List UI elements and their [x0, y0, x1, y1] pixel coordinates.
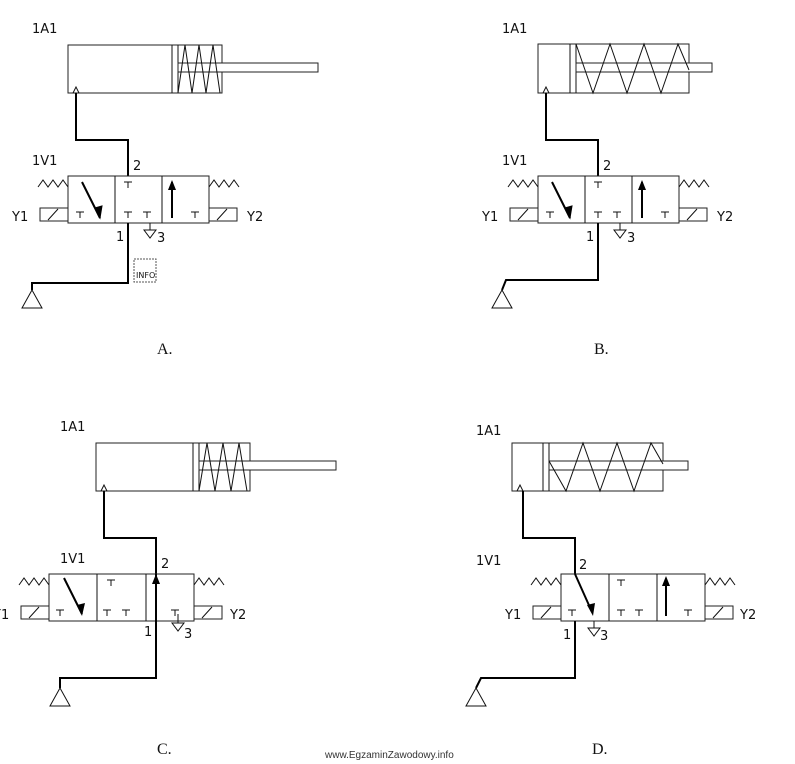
spring-left-icon — [18, 577, 50, 586]
solenoid-y2 — [704, 605, 734, 620]
port-2-label: 2 — [579, 558, 587, 573]
valve — [537, 175, 680, 224]
solenoid-y1 — [509, 207, 539, 222]
spring-icon — [548, 441, 664, 493]
port-1-label: 1 — [563, 628, 571, 643]
valve — [48, 573, 195, 622]
port-3-label: 3 — [600, 629, 608, 644]
y2-label: Y2 — [716, 210, 733, 225]
source-icon — [465, 686, 487, 707]
diagram-a: 1A1 1V1 2 — [11, 22, 319, 358]
y1-label: Y1 — [504, 608, 521, 623]
y1-label: Y1 — [11, 210, 28, 225]
cylinder — [537, 42, 713, 95]
cylinder — [511, 441, 689, 493]
solenoid-y2 — [193, 605, 223, 620]
solenoid-y2 — [208, 207, 238, 222]
y2-label: Y2 — [229, 608, 246, 623]
source-icon — [21, 288, 43, 309]
port-1-label: 1 — [586, 230, 594, 245]
y1-label: Y1 — [481, 210, 498, 225]
exhaust-icon — [613, 223, 627, 239]
spring-icon — [575, 42, 690, 95]
valve-label: 1V1 — [502, 154, 527, 169]
spring-right-icon — [208, 179, 240, 188]
cylinder — [95, 442, 337, 492]
cylinder-label: 1A1 — [60, 420, 85, 435]
cylinder-label: 1A1 — [476, 424, 501, 439]
info-badge: INFO — [133, 258, 157, 283]
solenoid-y2 — [678, 207, 708, 222]
option-b-label: B. — [594, 341, 609, 358]
watermark: www.EgzaminZawodowy.info — [324, 750, 454, 761]
port-2-label: 2 — [133, 159, 141, 174]
spring-right-icon — [678, 179, 710, 188]
port-2-label: 2 — [161, 557, 169, 572]
port-1-label: 1 — [116, 230, 124, 245]
port-1-label: 1 — [144, 625, 152, 640]
spring-icon — [198, 442, 248, 492]
cylinder-label: 1A1 — [32, 22, 57, 37]
valve-label: 1V1 — [60, 552, 85, 567]
solenoid-y1 — [39, 207, 69, 222]
supply-line — [31, 223, 129, 290]
spring-icon — [177, 44, 221, 94]
spring-left-icon — [530, 577, 562, 586]
valve-label: 1V1 — [476, 554, 501, 569]
option-c-label: C. — [157, 741, 172, 758]
spring-right-icon — [704, 577, 736, 586]
cylinder — [67, 44, 319, 94]
cylinder-label: 1A1 — [502, 22, 527, 37]
spring-right-icon — [193, 577, 225, 586]
y2-label: Y2 — [246, 210, 263, 225]
air-line — [75, 93, 129, 176]
air-line — [545, 93, 599, 176]
valve — [67, 175, 210, 224]
air-line — [522, 491, 576, 574]
air-line — [103, 491, 157, 574]
spring-left-icon — [37, 179, 69, 188]
port-2-label: 2 — [603, 159, 611, 174]
supply-line — [59, 574, 157, 688]
exhaust-icon — [171, 614, 185, 632]
solenoid-y1 — [532, 605, 562, 620]
diagram-d: 1A1 1V1 2 — [465, 424, 756, 758]
exhaust-icon — [143, 223, 157, 239]
svg-text:INFO: INFO — [136, 271, 155, 280]
valve-label: 1V1 — [32, 154, 57, 169]
supply-line — [475, 621, 576, 689]
exhaust-icon — [587, 621, 601, 637]
port-3-label: 3 — [627, 231, 635, 246]
port-3-label: 3 — [184, 627, 192, 642]
port-3-label: 3 — [157, 231, 165, 246]
supply-line — [501, 223, 599, 291]
spring-left-icon — [507, 179, 539, 188]
option-d-label: D. — [592, 741, 608, 758]
diagram-c: 1A1 1V1 2 — [0, 420, 337, 758]
option-a-label: A. — [157, 341, 173, 358]
solenoid-y1 — [20, 605, 50, 620]
source-icon — [491, 288, 513, 309]
y2-label: Y2 — [739, 608, 756, 623]
source-icon — [49, 686, 71, 707]
y1-label: Y1 — [0, 608, 9, 623]
valve — [560, 573, 706, 622]
diagram-b: 1A1 1V1 2 — [481, 22, 733, 358]
